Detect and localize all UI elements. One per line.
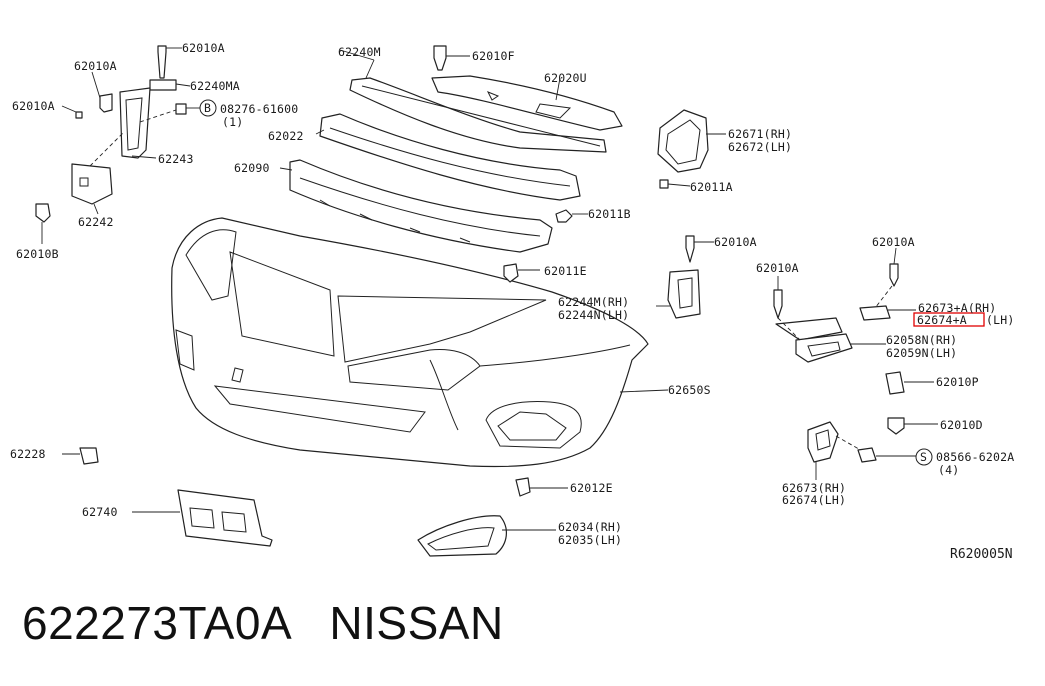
label-62650S: 62650S [668,383,711,397]
label-62011E: 62011E [544,264,587,278]
label-62240MA: 62240MA [190,79,240,93]
label-62010B: 62010B [16,247,59,261]
side-bracket-62671 [657,109,726,189]
highlight-box [913,312,985,327]
upper-bracket [431,45,623,131]
label-62672: 62672(LH) [728,140,792,154]
label-62010A-r1: 62010A [872,235,915,249]
label-62244N: 62244N(LH) [558,308,629,322]
label-62244M: 62244M(RH) [558,295,629,309]
label-62740: 62740 [82,505,118,519]
label-62035: 62035(LH) [558,533,622,547]
label-08276-qty: (1) [222,115,243,129]
circle-B-letter: B [204,101,211,115]
label-62242: 62242 [78,215,114,229]
side-bracket-62244 [656,235,714,319]
label-62243: 62243 [158,152,194,166]
label-62240M: 62240M [338,45,381,59]
label-62673A: 62673+A(RH) [918,301,996,315]
circle-S-letter: S [920,450,927,464]
callout-labels: 62010A 62010A 62010A 62240MA B 08276-616… [10,41,1015,562]
left-bracket-group [35,45,217,244]
label-62058N: 62058N(RH) [886,333,957,347]
label-08276-61600: 08276-61600 [220,102,298,116]
label-62011A: 62011A [690,180,733,194]
energy-absorber [279,159,588,253]
label-62022: 62022 [268,129,304,143]
bumper-fascia [171,217,669,468]
label-62010F: 62010F [472,49,515,63]
label-62020U: 62020U [544,71,587,85]
right-side-parts [773,247,938,480]
label-62010P: 62010P [936,375,979,389]
label-08566-qty: (4) [938,463,959,477]
upper-retainer [339,49,607,153]
label-62012E: 62012E [570,481,613,495]
label-62034: 62034(RH) [558,520,622,534]
part-number-caption: 622273TA0A NISSAN [22,597,504,649]
reinforcement [315,113,581,201]
clip-62012E [515,477,568,497]
label-62228: 62228 [10,447,46,461]
label-62010A-mid: 62010A [714,235,757,249]
tow-hook-cap [62,447,99,465]
label-62090: 62090 [234,161,270,175]
label-62674A: 62674+A [917,313,967,327]
label-62010A-left: 62010A [74,59,117,73]
license-bracket [132,489,273,547]
label-62673: 62673(RH) [782,481,846,495]
label-62010D: 62010D [940,418,983,432]
label-08566-6202A: 08566-6202A [936,450,1014,464]
label-62010A-top: 62010A [182,41,225,55]
clip-62011E [503,263,540,283]
label-62674A-lh: (LH) [986,313,1015,327]
label-62011B: 62011B [588,207,631,221]
label-62671: 62671(RH) [728,127,792,141]
label-62674: 62674(LH) [782,493,846,507]
label-62010A-r2: 62010A [756,261,799,275]
figure-reference: R620005N [950,547,1013,562]
label-62059N: 62059N(LH) [886,346,957,360]
label-62010A-left2: 62010A [12,99,55,113]
fog-lamp-cover [417,515,556,557]
